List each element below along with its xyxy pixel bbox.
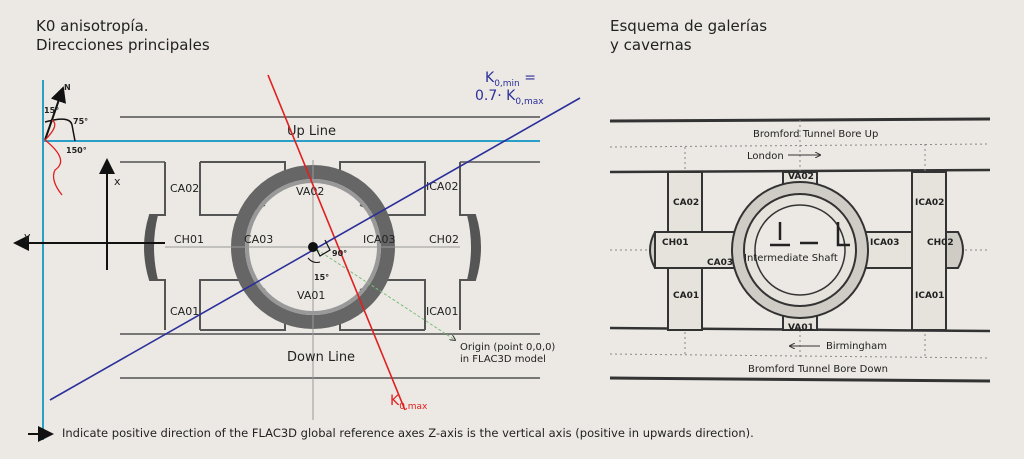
k0-min-formula: 0.7· K0,max xyxy=(475,88,544,107)
birmingham-label: Birmingham xyxy=(826,341,887,352)
right-angle-mark xyxy=(314,239,331,257)
ch02-end-wall xyxy=(467,215,480,280)
k0-min-label: K0,min = xyxy=(485,70,536,89)
ica03-label: ICA03 xyxy=(363,233,395,246)
left-panel-title: K0 anisotropía. Direcciones principales xyxy=(36,17,210,55)
angle-label: 75° xyxy=(73,117,88,126)
ch02-label: CH02 xyxy=(429,233,459,246)
title-line: K0 anisotropía. xyxy=(36,17,149,35)
angle-label: 150° xyxy=(66,146,87,155)
angle-label: 15° xyxy=(44,106,59,115)
right-diagram: Bromford Tunnel Bore Up Bromford Tunnel … xyxy=(609,117,991,383)
ica03-label: ICA03 xyxy=(870,238,899,248)
origin-pointer xyxy=(312,246,455,340)
angle-15-label: 15° xyxy=(314,273,329,282)
shaft-center-point xyxy=(308,242,318,252)
up-line-label: Up Line xyxy=(287,124,336,139)
title-line: Direcciones principales xyxy=(36,36,210,54)
shaft-internal-walls xyxy=(770,222,850,247)
left-diagram: N 15° 75° 150° x y Up Line Down Line CA0… xyxy=(13,70,581,440)
compass: N 15° 75° 150° xyxy=(44,83,88,196)
va01-label: VA01 xyxy=(788,323,814,333)
bore-up-label: Bromford Tunnel Bore Up xyxy=(753,129,878,140)
angle-arc xyxy=(307,257,321,263)
y-axis-label: y xyxy=(24,230,31,243)
k0-max-label: K0,max xyxy=(390,393,428,412)
ch02-label: CH02 xyxy=(927,238,954,248)
north-arrow-icon xyxy=(44,86,66,141)
k0-max-direction-line xyxy=(267,74,406,411)
ca01-label: CA01 xyxy=(170,305,199,318)
ca02-label: CA02 xyxy=(673,198,699,208)
galleries xyxy=(649,171,964,331)
ica02-label: ICA02 xyxy=(426,180,458,193)
va02-label: VA02 xyxy=(296,185,324,198)
bore-down-label: Bromford Tunnel Bore Down xyxy=(748,364,888,375)
origin-label: in FLAC3D model xyxy=(460,354,546,365)
right-panel-title: Esquema de galerías y cavernas xyxy=(610,17,767,55)
london-label: London xyxy=(747,151,784,162)
origin-label: Origin (point 0,0,0) xyxy=(460,342,555,353)
ca02-label: CA02 xyxy=(170,182,199,195)
down-line-label: Down Line xyxy=(287,350,355,365)
ica01-label: ICA01 xyxy=(915,291,944,301)
title-line: Esquema de galerías xyxy=(610,17,768,35)
title-line: y cavernas xyxy=(610,36,692,54)
x-axis-label: x xyxy=(114,175,121,188)
ca03-label: CA03 xyxy=(244,233,273,246)
va01-label: VA01 xyxy=(297,289,325,302)
ica02-label: ICA02 xyxy=(915,198,944,208)
ica01-label: ICA01 xyxy=(426,305,458,318)
ca03-label: CA03 xyxy=(707,258,733,268)
north-label: N xyxy=(64,83,71,92)
ch01-end-wall xyxy=(145,215,158,280)
ch01-label: CH01 xyxy=(662,238,689,248)
va02-label: VA02 xyxy=(788,172,814,182)
intermediate-shaft-label: Intermediate Shaft xyxy=(744,253,838,264)
angle-90-label: 90° xyxy=(332,249,347,258)
ca01-label: CA01 xyxy=(673,291,699,301)
footer-note: Indicate positive direction of the FLAC3… xyxy=(62,426,754,440)
tunnel-lines xyxy=(120,116,540,379)
ch01-label: CH01 xyxy=(174,233,204,246)
